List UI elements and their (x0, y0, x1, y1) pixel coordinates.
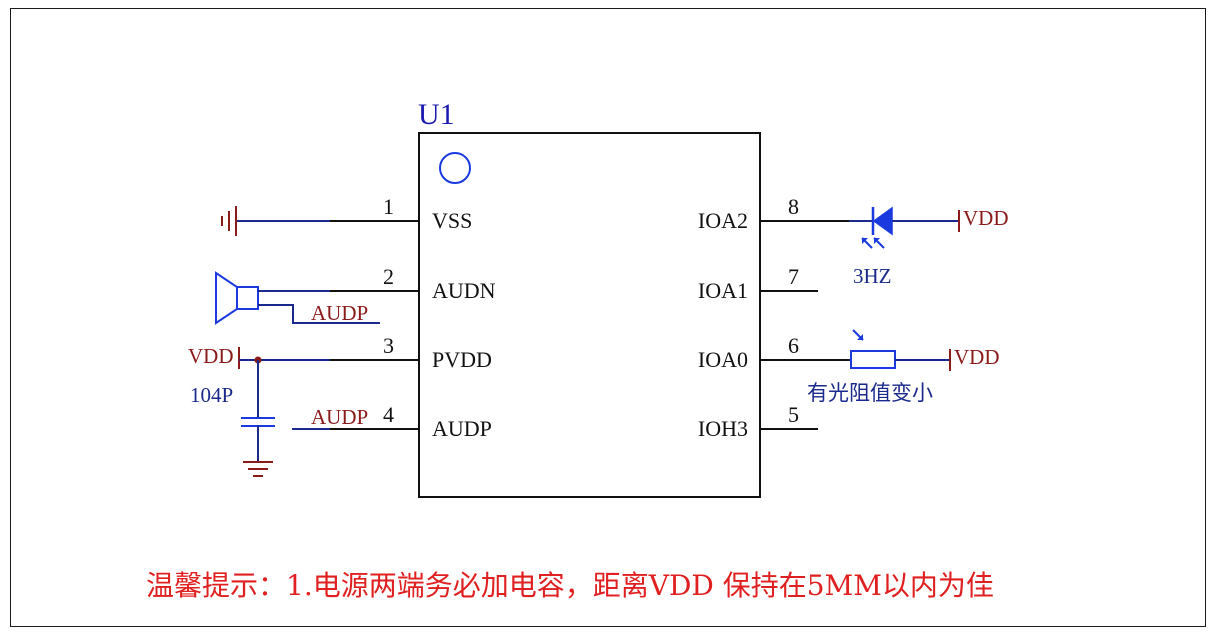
pin8-number: 8 (788, 194, 799, 219)
design-note: 温馨提示：1.电源两端务必加电容，距离VDD 保持在5MM以内为佳 (146, 569, 994, 602)
pvdd-vdd-label: VDD (188, 344, 234, 368)
led-frequency-label: 3HZ (853, 264, 892, 288)
pin4-number: 4 (383, 402, 394, 427)
pin1-number: 1 (383, 194, 394, 219)
pin1-marker-circle (439, 152, 471, 184)
speaker-audp-net-label: AUDP (311, 301, 368, 325)
speaker-icon (215, 271, 259, 325)
chip-body (418, 132, 761, 498)
pin6-number: 6 (788, 333, 799, 358)
pin5-number: 5 (788, 402, 799, 427)
ground-symbol-cap (243, 461, 273, 477)
pin1-name: VSS (432, 208, 472, 233)
pin7-name: IOA1 (698, 278, 748, 303)
capacitor-value-label: 104P (190, 383, 233, 407)
ldr-description-label: 有光阻值变小 (807, 381, 933, 405)
speaker-audp-wire (258, 304, 380, 324)
capacitor-symbol (241, 417, 275, 427)
pin7-number: 7 (788, 264, 799, 289)
ground-symbol-left (221, 206, 237, 236)
pin2-name: AUDN (432, 278, 496, 303)
pin3-number: 3 (383, 333, 394, 358)
ldr-vdd-label: VDD (954, 345, 1000, 369)
ldr-symbol (849, 329, 950, 369)
schematic-frame (10, 8, 1206, 627)
pin6-name: IOA0 (698, 347, 748, 372)
led-vdd-label: VDD (963, 206, 1009, 230)
pin4-audp-net-label: AUDP (311, 405, 368, 429)
pin4-name: AUDP (432, 416, 492, 441)
chip-ref-label: U1 (418, 98, 455, 131)
led-diode-symbol (849, 206, 959, 249)
pin5-name: IOH3 (698, 416, 748, 441)
pin8-name: IOA2 (698, 208, 748, 233)
pin3-name: PVDD (432, 347, 492, 372)
pin2-number: 2 (383, 264, 394, 289)
